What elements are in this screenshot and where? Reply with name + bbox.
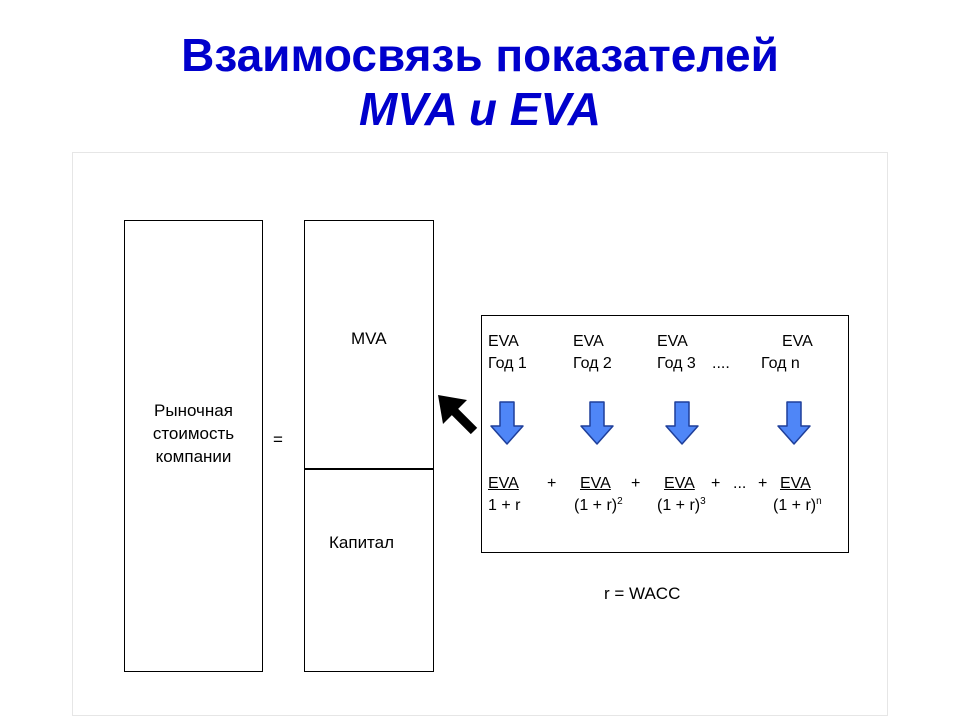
formula-term-2-base: (1 + r) xyxy=(574,497,618,514)
pointer-arrow-icon xyxy=(438,395,478,435)
title-line-1: Взаимосвязь показателей xyxy=(181,29,779,81)
diagram-frame xyxy=(72,152,888,716)
eva-year-3-year: Год 3 xyxy=(657,355,696,372)
formula-plus-4: + xyxy=(758,475,768,492)
formula-term-3-exponent: 3 xyxy=(700,496,706,507)
down-arrow-icon xyxy=(777,401,811,445)
formula-term-3-numerator: EVA xyxy=(664,475,695,492)
formula-term-3-base: (1 + r) xyxy=(657,497,701,514)
eva-year-1-year: Год 1 xyxy=(488,355,527,372)
market-value-column: Рыночная стоимость компании xyxy=(124,220,263,672)
mva-label: MVA xyxy=(351,329,387,348)
formula-term-1-numerator: EVA xyxy=(488,475,519,492)
formula-term-1-denominator: 1 + r xyxy=(488,497,521,514)
formula-plus-2: + xyxy=(631,475,641,492)
formula-term-2-numerator: EVA xyxy=(580,475,611,492)
market-value-line-1: Рыночная xyxy=(154,401,233,420)
title-line-2: MVA и EVA xyxy=(359,83,601,135)
eva-year-2-year: Год 2 xyxy=(573,355,612,372)
eva-year-2-label: EVA xyxy=(573,333,604,350)
eva-year-n-label: EVA xyxy=(782,333,813,350)
down-arrow-icon xyxy=(580,401,614,445)
eva-year-1-label: EVA xyxy=(488,333,519,350)
down-arrow-icon xyxy=(665,401,699,445)
formula-term-n-numerator: EVA xyxy=(780,475,811,492)
formula-term-2-exponent: 2 xyxy=(617,496,623,507)
eva-year-3-label: EVA xyxy=(657,333,688,350)
formula-plus-3: + xyxy=(711,475,721,492)
page-title: Взаимосвязь показателей MVA и EVA xyxy=(0,28,960,136)
market-value-line-3: компании xyxy=(155,447,232,466)
formula-term-n-denominator: (1 + r)n xyxy=(773,496,822,516)
equals-sign: = xyxy=(273,430,283,449)
wacc-note: r = WACC xyxy=(604,584,681,603)
formula-term-3-denominator: (1 + r)3 xyxy=(657,496,706,516)
eva-ellipsis: .... xyxy=(712,355,730,372)
down-arrow-icon xyxy=(490,401,524,445)
formula-term-n-base: (1 + r) xyxy=(773,497,817,514)
market-value-line-2: стоимость xyxy=(152,424,235,443)
composition-column: MVA Капитал xyxy=(304,220,434,672)
formula-term-2-denominator: (1 + r)2 xyxy=(574,496,623,516)
composition-divider xyxy=(305,468,433,470)
capital-label: Капитал xyxy=(329,533,395,552)
market-value-label: Рыночная стоимость компании xyxy=(125,399,262,468)
formula-plus-1: + xyxy=(547,475,557,492)
formula-dots: ... xyxy=(733,475,747,492)
formula-term-n-exponent: n xyxy=(816,496,822,507)
eva-year-n-year: Год n xyxy=(761,355,800,372)
